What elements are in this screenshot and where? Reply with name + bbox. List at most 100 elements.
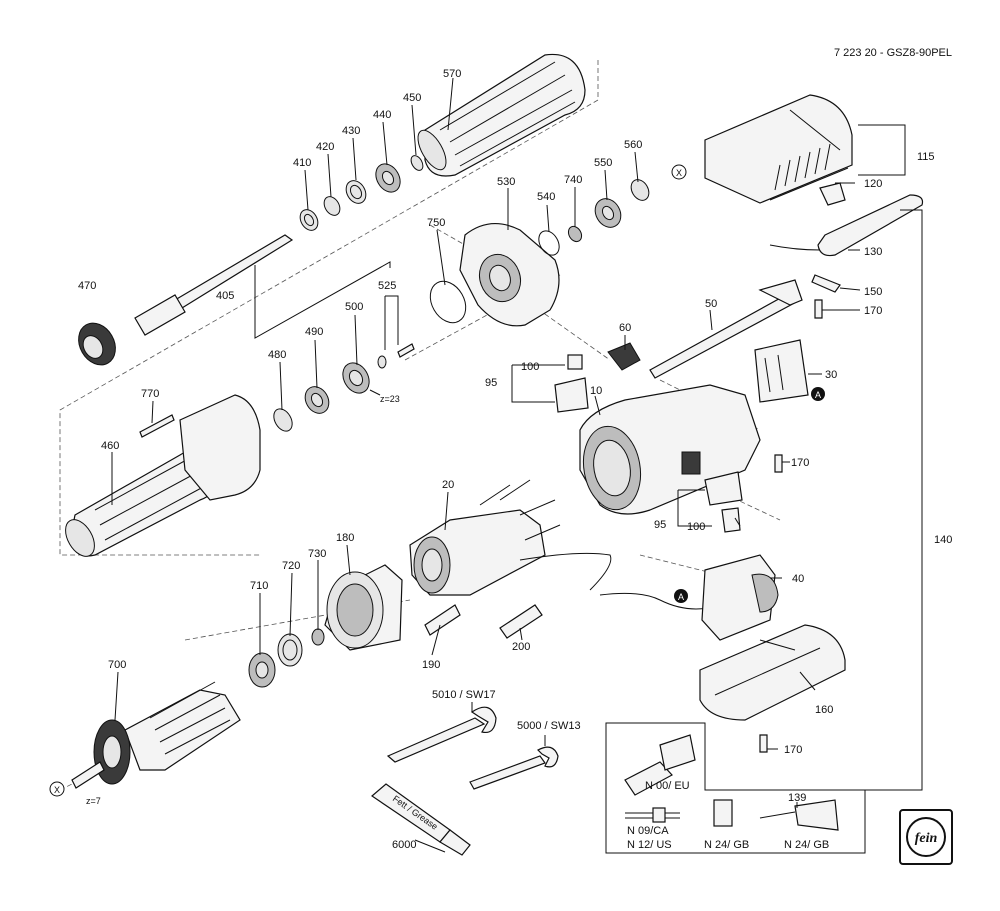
svg-text:X: X [54,785,60,795]
field-stator-20 [409,479,612,596]
logo-text: fein [915,831,938,846]
label-n12-us: N 12/ US [627,839,672,851]
plug-ca-us [625,807,680,823]
gear-housing-460 [65,394,261,557]
label-10: 10 [590,385,602,397]
label-100-upper: 100 [521,361,539,373]
bearing-flange-530 [429,223,560,327]
plug-gb-adapter [713,799,733,827]
label-200: 200 [512,641,530,653]
bracket-115 [858,124,906,176]
label-770: 770 [141,388,159,400]
wrench-5000 [469,746,559,790]
fan-baffle-180 [324,564,403,651]
label-440: 440 [373,109,391,121]
leader-lines [111,77,861,853]
label-460: 460 [101,440,119,452]
bottom-cover-160 [699,624,846,753]
label-100-lower: 100 [687,521,705,533]
marker-a-bottom: A [674,589,688,603]
bracket-525 [384,295,399,350]
label-130: 130 [864,246,882,258]
wire-loom [599,592,721,610]
plug-gb-139 [759,799,839,831]
housing-cover-115 [704,94,853,204]
label-420: 420 [316,141,334,153]
fein-logo: fein [899,809,953,865]
label-750: 750 [427,217,445,229]
label-540: 540 [537,191,555,203]
label-50: 50 [705,298,717,310]
svg-text:X: X [676,168,682,178]
label-150: 150 [864,286,882,298]
label-405: 405 [216,290,234,302]
label-95-upper: 95 [485,377,497,389]
label-720: 720 [282,560,300,572]
label-410: 410 [293,157,311,169]
marker-x-top: X [671,164,687,180]
spindle-sleeve-570 [417,53,586,177]
label-490: 490 [305,326,323,338]
label-170-c: 170 [784,744,802,756]
label-n24-gb-adapter: N 24/ GB [704,839,749,851]
label-140: 140 [934,534,952,546]
label-30: 30 [825,369,837,381]
label-95-lower: 95 [654,519,666,531]
marker-a-top: A [811,387,825,401]
wrench-5010 [386,706,497,763]
label-139: 139 [788,792,806,804]
label-z23: z=23 [380,394,400,404]
part-labels: 570 450 440 430 420 410 470 405 525 500 … [78,68,952,851]
label-730: 730 [308,548,326,560]
bracket-95-lower [677,489,712,527]
spindle-shaft-405 [78,234,294,366]
label-500: 500 [345,301,363,313]
plug-labels: N 00/ EU N 09/CA N 12/ US N 24/ GB N 24/… [627,780,829,851]
plug-eu [624,734,696,796]
label-20: 20 [442,479,454,491]
label-480: 480 [268,349,286,361]
bracket-140 [865,209,923,791]
label-5000: 5000 / SW13 [517,720,581,732]
label-710: 710 [250,580,268,592]
label-740: 740 [564,174,582,186]
label-n00-eu: N 00/ EU [645,780,690,792]
switch-lower-95 [704,471,743,533]
label-700: 700 [108,659,126,671]
label-180: 180 [336,532,354,544]
label-40: 40 [792,573,804,585]
grease-tube-6000: Fett / Grease [371,783,471,856]
svg-text:A: A [815,390,821,400]
label-470: 470 [78,280,96,292]
label-430: 430 [342,125,360,137]
switch-upper-95 [554,354,589,413]
label-570: 570 [443,68,461,80]
label-525: 525 [378,280,396,292]
label-550: 550 [594,157,612,169]
bearing-group-540-560 [538,179,650,256]
gear-500-group [273,343,415,432]
label-530: 530 [497,176,515,188]
armature-700 [71,681,241,789]
bracket-95-upper [511,364,565,403]
label-n09-ca: N 09/CA [627,825,669,837]
label-560: 560 [624,139,642,151]
document-code: 7 223 20 - GSZ8-90PEL [833,47,952,59]
label-60: 60 [619,322,631,334]
cable-sleeve-130 [769,182,924,319]
label-190: 190 [422,659,440,671]
label-n24-gb-plug: N 24/ GB [784,839,829,851]
label-5010: 5010 / SW17 [432,689,496,701]
bearing-group-410-450 [299,155,424,231]
svg-text:A: A [678,592,684,602]
label-115: 115 [917,151,935,163]
label-120: 120 [864,178,882,190]
label-z7: z=7 [86,796,101,806]
label-6000: 6000 [392,839,416,851]
electronics-module-30 [754,339,809,473]
carbon-brush-200 [499,604,543,639]
marker-x-bottom: X [49,781,65,797]
bearing-group-710-730 [248,628,325,688]
switch-rod-50 [607,279,803,379]
